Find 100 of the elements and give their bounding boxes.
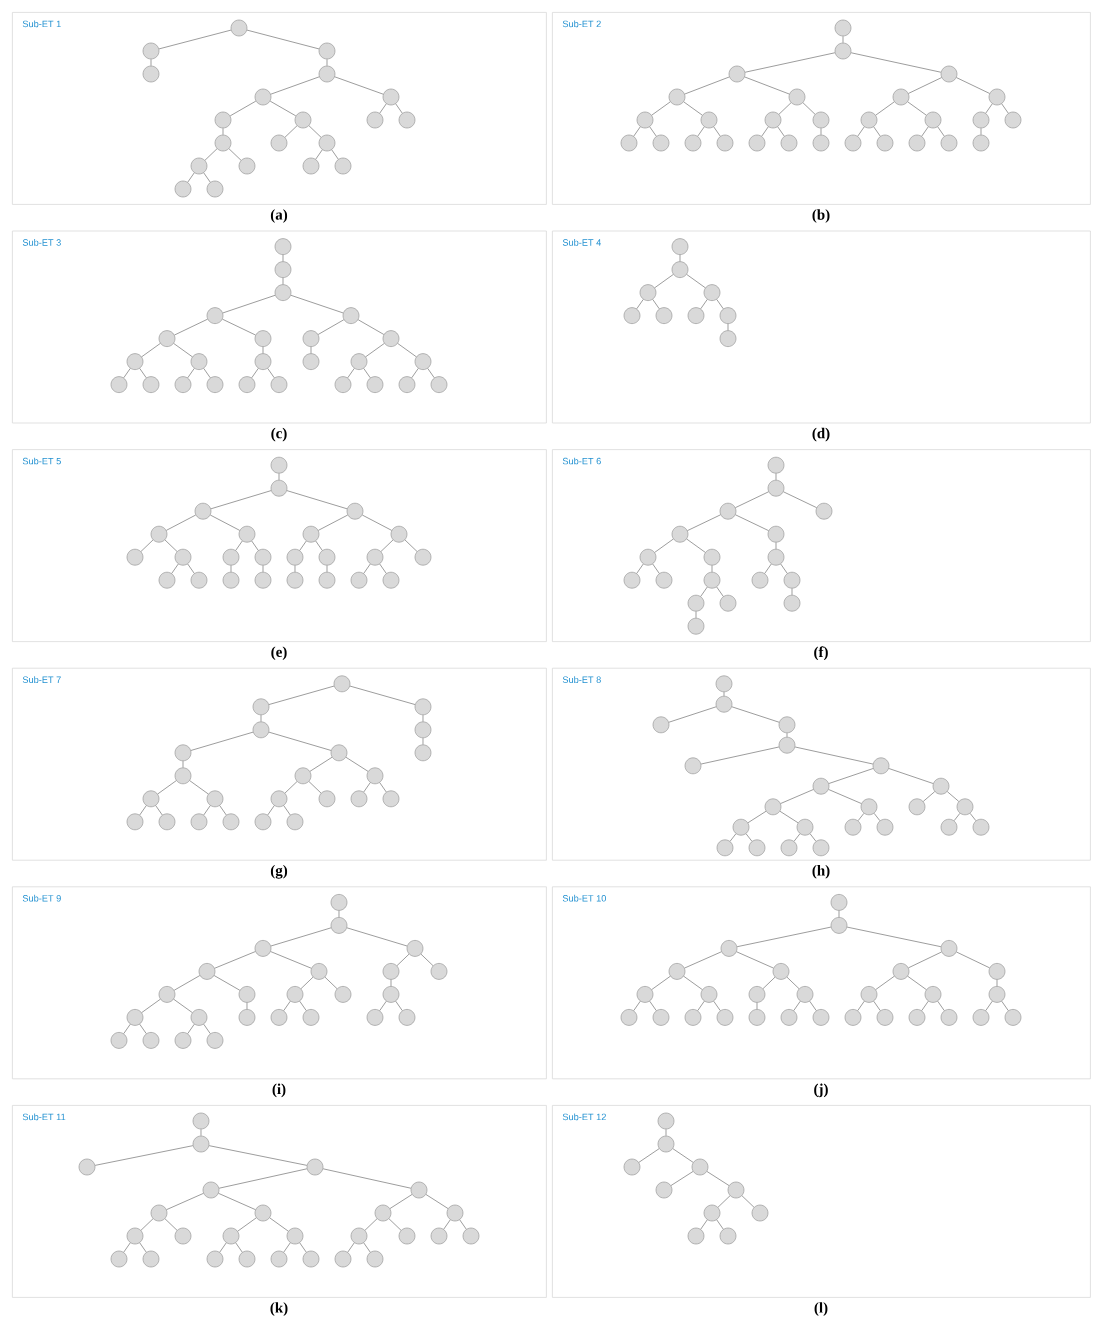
tree-edge <box>317 319 345 335</box>
tree-edge <box>736 951 774 969</box>
tree-node <box>206 790 224 808</box>
tree-edge <box>775 473 777 481</box>
tree-edge <box>425 1194 449 1209</box>
tree-node <box>174 376 192 393</box>
tree-node <box>206 1032 224 1049</box>
tree-edge <box>173 343 193 358</box>
tree-edge <box>299 1242 307 1253</box>
tree-edge <box>173 975 201 991</box>
tree-node <box>398 1227 416 1245</box>
tree-node <box>174 744 192 762</box>
tree-node <box>623 1158 641 1176</box>
tree-node <box>700 111 718 129</box>
tree-edge <box>777 126 785 137</box>
tree-edge <box>187 172 195 183</box>
tree-node <box>684 134 702 152</box>
tree-node <box>270 376 288 393</box>
tree-edge <box>921 126 929 137</box>
tree-node <box>639 548 657 566</box>
tree-node <box>623 307 641 324</box>
tree-edge <box>956 77 990 94</box>
tree-edge <box>282 277 284 285</box>
tree-node <box>270 1009 288 1026</box>
tree-node <box>772 963 790 980</box>
tree-edge <box>294 565 296 573</box>
tree-edge <box>778 102 792 115</box>
tree-edge <box>651 975 671 990</box>
tree-node <box>671 261 689 278</box>
tree-edge <box>716 299 724 310</box>
tree-edge <box>150 58 152 67</box>
tree-node <box>382 88 400 106</box>
tree-edge <box>747 810 767 824</box>
tree-edge <box>780 789 814 804</box>
tree-node <box>767 456 785 474</box>
tree-node <box>270 790 288 808</box>
tree-node <box>214 111 232 129</box>
tree-edge <box>346 927 408 947</box>
tree-node <box>687 1227 705 1245</box>
tree-node <box>382 790 400 808</box>
tree-edge <box>700 1219 708 1230</box>
tree-edge <box>324 976 338 989</box>
tree-edge <box>736 926 832 948</box>
tree-edge <box>842 35 844 44</box>
tree-edge <box>173 998 193 1013</box>
tree-node <box>334 376 352 393</box>
tree-node <box>206 180 224 198</box>
tree-node <box>254 571 272 589</box>
tree-node <box>254 330 272 347</box>
tree-edge <box>783 491 817 508</box>
tree-node <box>778 716 796 734</box>
tree-node <box>703 571 721 589</box>
tree-node <box>620 134 638 152</box>
tree-node <box>430 1227 448 1245</box>
tree-edge <box>269 1217 289 1232</box>
tree-edge <box>213 975 241 991</box>
tree-node <box>206 376 224 393</box>
tree-node <box>1004 1009 1022 1026</box>
tree-edge <box>210 490 272 510</box>
tree-edge <box>140 539 154 552</box>
tree-node <box>254 940 272 957</box>
tree-edge <box>210 514 240 531</box>
tree-edge <box>251 368 259 379</box>
tree-node <box>126 1009 144 1026</box>
tree-node <box>812 1009 830 1026</box>
tree-edge <box>459 1219 467 1230</box>
tree-node <box>830 894 848 911</box>
tree-node <box>406 940 424 957</box>
tree-edge <box>235 540 243 551</box>
tree-edge <box>809 1000 817 1011</box>
tree-node <box>812 839 830 857</box>
tree-node <box>192 1112 210 1130</box>
tree-node <box>318 571 336 589</box>
tree-edge <box>140 1218 154 1231</box>
tree-node <box>270 1250 288 1268</box>
tree-edge <box>262 346 264 354</box>
tree-node <box>780 134 798 152</box>
tree-edge <box>246 29 320 50</box>
tree-edge <box>267 368 275 379</box>
tree-edge <box>190 731 254 751</box>
tree-node <box>687 617 705 635</box>
tree-node <box>294 111 312 129</box>
tree-edge <box>679 254 681 262</box>
tree-node <box>972 818 990 836</box>
tree-node <box>318 134 336 152</box>
tree-edge <box>315 540 323 551</box>
tree-node <box>462 1227 480 1245</box>
tree-edge <box>443 1219 451 1230</box>
tree-edge <box>268 685 335 705</box>
tree-node <box>892 88 910 106</box>
tree-edge <box>857 126 865 137</box>
tree-edge <box>283 805 291 816</box>
tree-node <box>844 1009 862 1026</box>
tree-node <box>366 548 384 566</box>
tree-node <box>414 353 432 370</box>
tree-node <box>318 65 336 83</box>
tree-node <box>174 1032 192 1049</box>
tree-node <box>700 986 718 1003</box>
tree-node <box>270 479 288 497</box>
tree-node <box>222 813 240 831</box>
